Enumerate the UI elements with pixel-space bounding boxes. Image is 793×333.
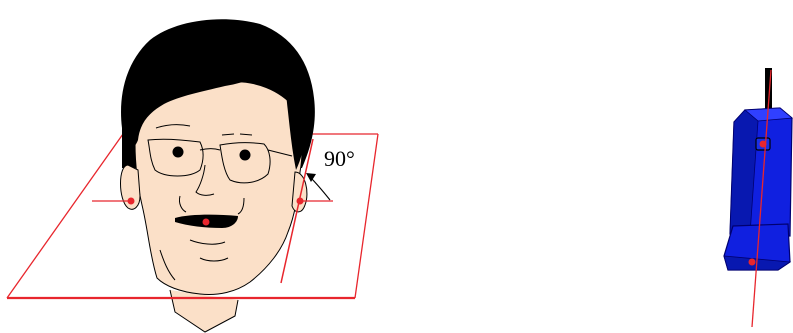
angle-indicator: 90° (306, 146, 355, 200)
phone-earpiece-marker (760, 141, 767, 148)
plane-right-edge (355, 134, 378, 298)
plane-left-edge (7, 134, 123, 298)
left-ear-marker (128, 198, 135, 205)
mouth-marker (203, 219, 210, 226)
angle-label: 90° (324, 146, 355, 171)
angle-arc (310, 177, 330, 200)
left-eye (173, 147, 184, 158)
angle-arrowhead-icon (306, 173, 316, 182)
phone-lower-marker (749, 259, 756, 266)
neck (170, 290, 238, 332)
head-icon (121, 19, 315, 332)
face (135, 82, 302, 295)
right-eye (240, 150, 251, 161)
right-ear-marker (297, 198, 304, 205)
